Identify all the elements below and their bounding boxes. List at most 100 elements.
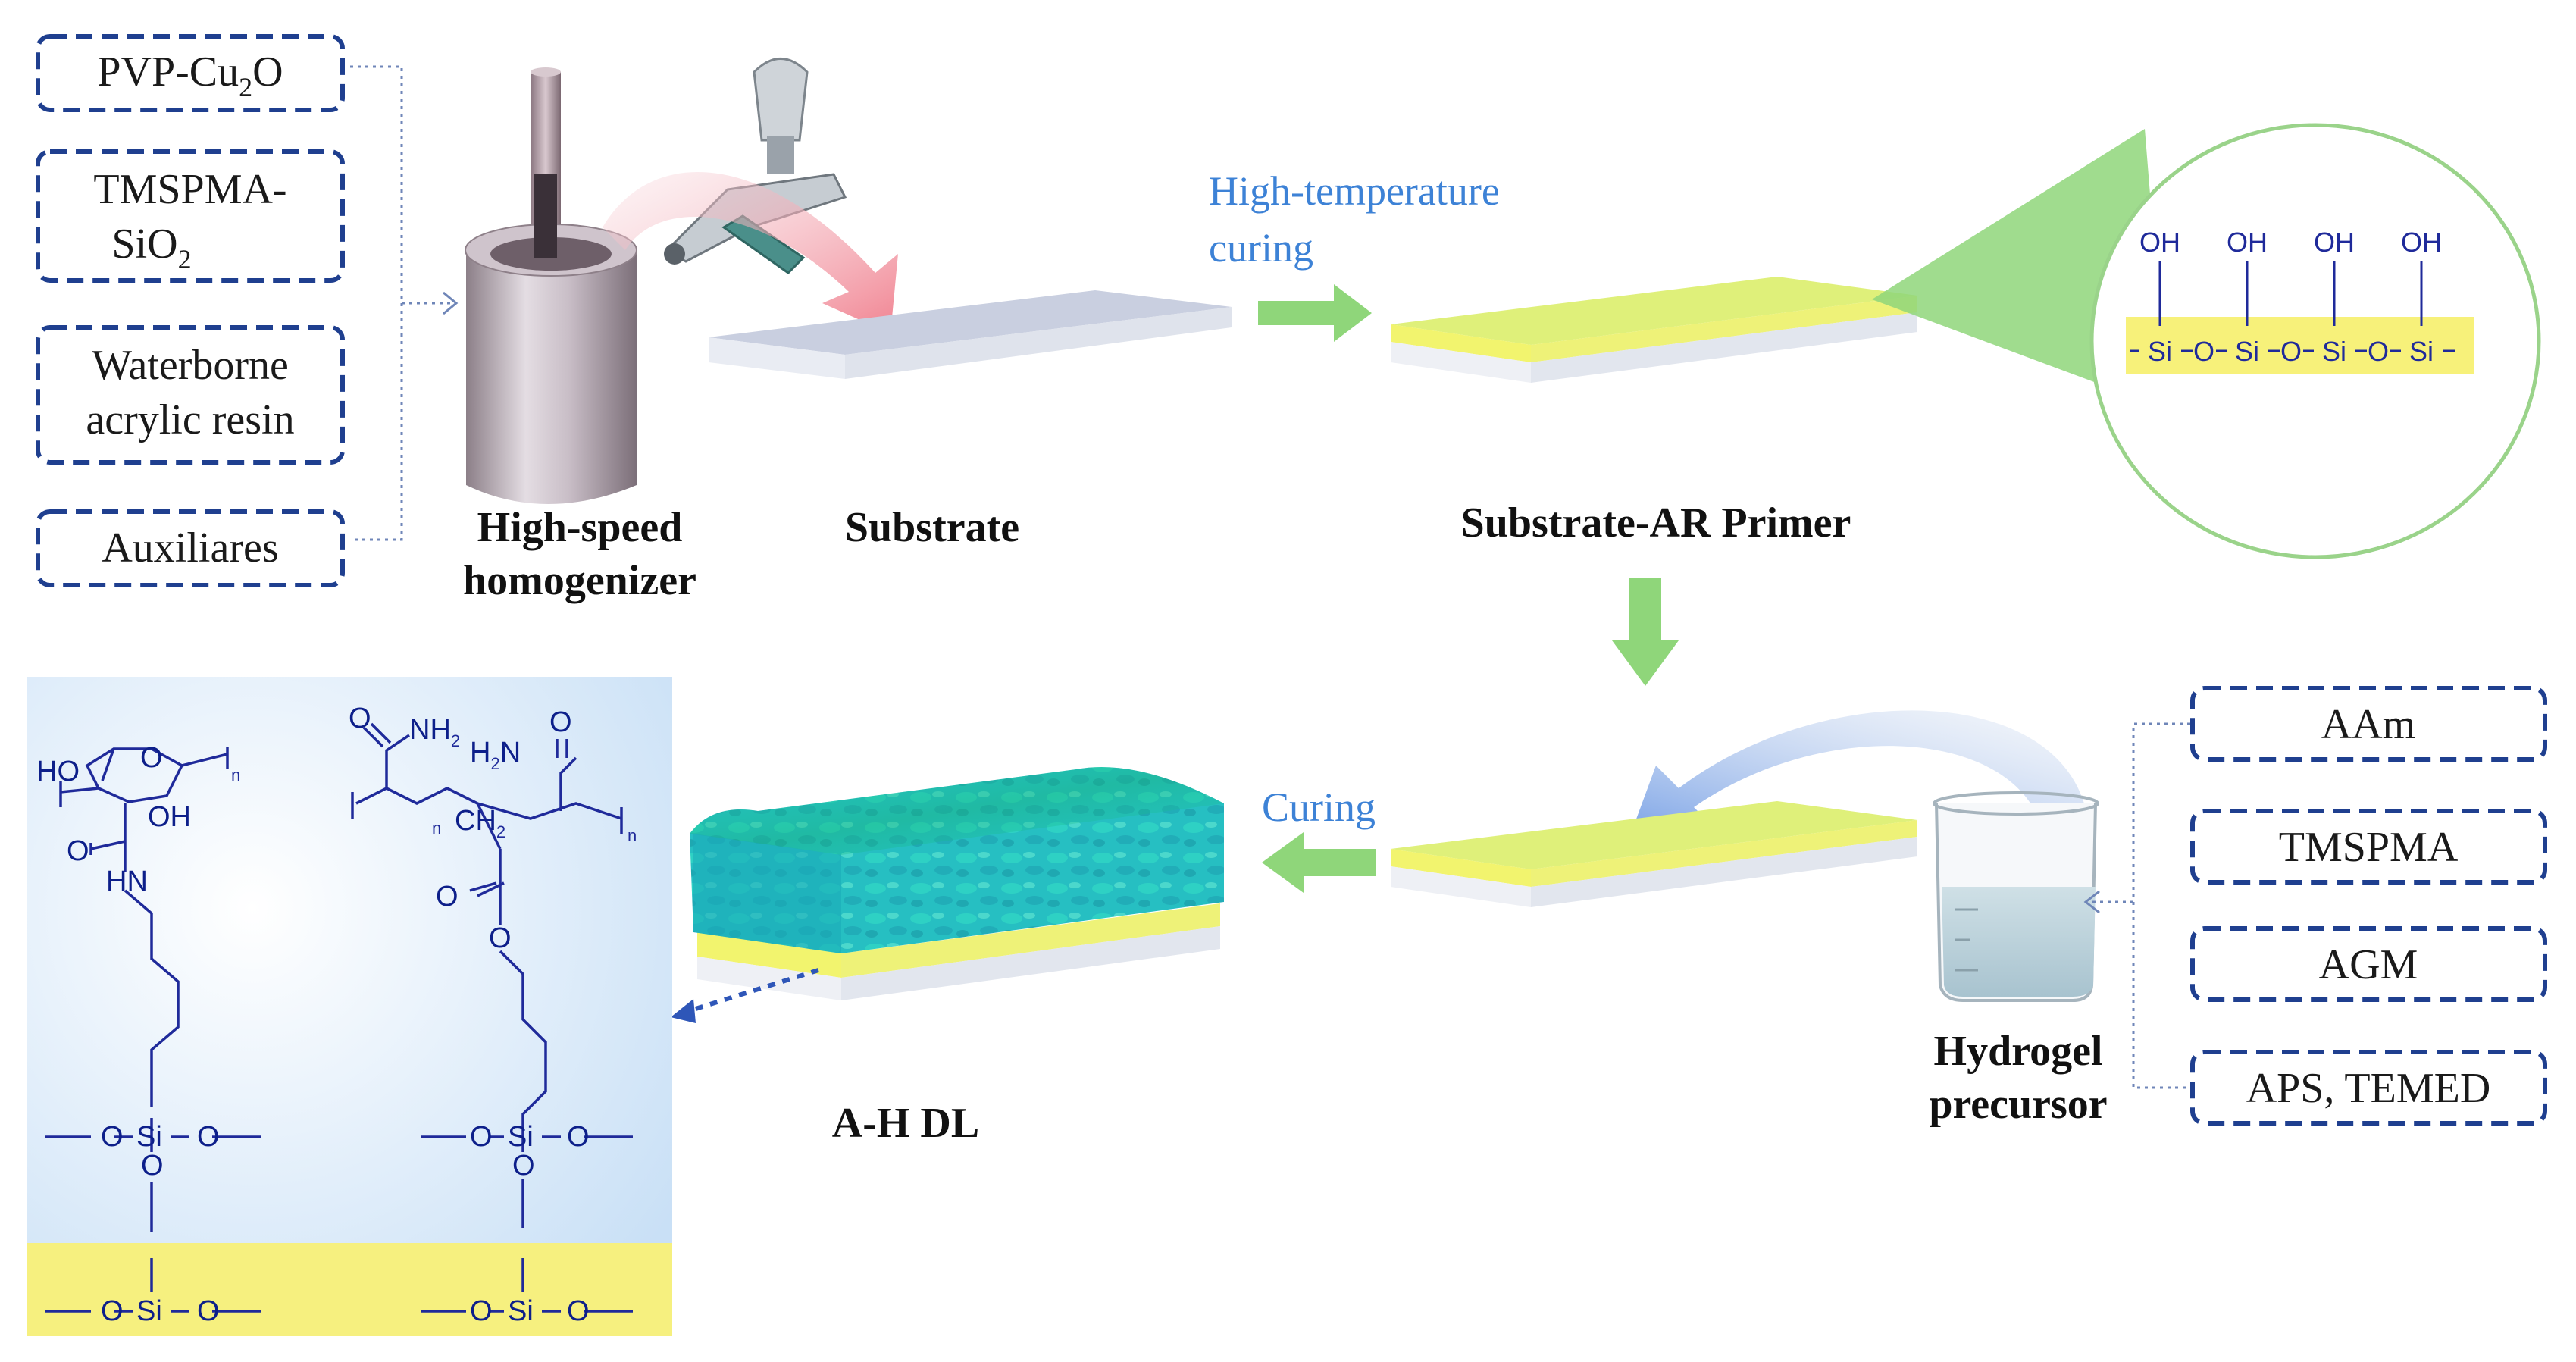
input-box-aps-temed: APS, TEMED xyxy=(2190,1050,2547,1126)
high-temp-curing-line2: curing xyxy=(1209,225,1313,271)
chain-o-2: O xyxy=(2280,336,2302,367)
primer-label: Substrate-AR Primer xyxy=(1461,499,1851,546)
silanol-oh-groups: OH OH OH OH xyxy=(2139,227,2442,326)
chem-si-l1: Si xyxy=(136,1121,162,1153)
arrow-down xyxy=(1612,578,1679,686)
tmspma-label: TMSPMA xyxy=(2279,824,2459,871)
pvp-sub: 2 xyxy=(239,72,252,102)
chem-h-sub: 2 xyxy=(490,754,499,773)
sio-sub: 2 xyxy=(178,244,192,274)
waterborne-line1: Waterborne xyxy=(92,342,289,389)
chem-ch2: CH xyxy=(455,805,496,837)
arrow-left xyxy=(1262,832,1376,893)
chain-o-1: O xyxy=(2193,336,2214,367)
chem-o-r5: O xyxy=(567,1295,590,1327)
svg-text:H2N: H2N xyxy=(470,737,521,773)
chem-n1: n xyxy=(231,766,240,784)
chem-o-r4: O xyxy=(470,1295,493,1327)
chem-ho: HO xyxy=(36,756,80,787)
homogenizer-label-1: High-speed xyxy=(477,504,683,551)
chem-carbonyl-o2: O xyxy=(436,881,459,913)
chem-h: H xyxy=(470,737,490,769)
svg-text:NH2: NH2 xyxy=(409,714,460,750)
homogenizer-label-2: homogenizer xyxy=(463,557,696,604)
input-box-aam: AAm xyxy=(2190,686,2547,762)
chem-o-r1: O xyxy=(470,1121,493,1153)
chem-ring-o: O xyxy=(140,742,163,774)
input-box-tmspma-sio2: TMSPMA- SiO2 xyxy=(36,149,345,283)
zoom-dotted-arrowhead xyxy=(671,999,696,1023)
svg-text:SiO2: SiO2 xyxy=(111,221,191,274)
chem-si-l2: Si xyxy=(136,1295,162,1327)
chem-o-l2: O xyxy=(197,1121,220,1153)
spray-gun-icon xyxy=(664,58,847,274)
input-bracket-bottom xyxy=(2092,722,2190,1089)
input-box-tmspma: TMSPMA xyxy=(2190,809,2547,885)
ahdl-label: A-H DL xyxy=(832,1100,979,1147)
oh-4: OH xyxy=(2401,227,2442,258)
tmspma-line1: TMSPMA- xyxy=(93,166,286,213)
chem-si-r1: Si xyxy=(508,1121,534,1153)
chem-nh2-sub: 2 xyxy=(451,731,460,750)
primer-slab-2 xyxy=(1391,801,1917,907)
svg-text:PVP-Cu2O: PVP-Cu2O xyxy=(97,49,283,102)
silanol-chain: Si O Si O Si O Si xyxy=(2130,336,2455,367)
chain-si-4: Si xyxy=(2409,336,2434,367)
chem-oh: OH xyxy=(148,801,191,833)
svg-text:CH2: CH2 xyxy=(455,805,505,841)
chem-n2: n xyxy=(432,819,441,838)
chem-structure-panel: HO O OH n O HN O Si O O O Si O NH2 O H2N… xyxy=(27,677,672,1336)
hydrogel-label-2: precursor xyxy=(1929,1081,2107,1128)
chem-nh2-top: NH xyxy=(409,714,451,746)
primer-slab xyxy=(1391,277,1917,383)
chem-o-l3: O xyxy=(141,1150,164,1182)
chem-ester-o: O xyxy=(489,922,512,954)
bracket-arrowhead xyxy=(443,291,459,315)
chem-o-l1: O xyxy=(101,1121,124,1153)
agm-label: AGM xyxy=(2319,941,2418,988)
chem-si-r2: Si xyxy=(508,1295,534,1327)
sio-main: SiO xyxy=(111,221,177,268)
oh-2: OH xyxy=(2227,227,2268,258)
substrate-label: Substrate xyxy=(845,504,1019,551)
input-box-waterborne-resin: Waterborne acrylic resin xyxy=(36,325,345,465)
high-temp-curing-line1: High-temperature xyxy=(1209,168,1500,214)
input-box-auxiliares: Auxiliares xyxy=(36,509,345,587)
chem-o-top: O xyxy=(349,703,371,734)
aam-label: AAm xyxy=(2321,701,2415,748)
chem-o-r2: O xyxy=(567,1121,590,1153)
chain-si-1: Si xyxy=(2148,336,2172,367)
input-box-pvp-cu2o: PVP-Cu2O xyxy=(36,34,345,112)
ahdl-slab xyxy=(690,767,1224,1000)
arrow-right-1 xyxy=(1258,284,1372,342)
chem-o-l5: O xyxy=(197,1295,220,1327)
substrate-slab xyxy=(709,290,1232,379)
aps-temed-label: APS, TEMED xyxy=(2246,1065,2491,1112)
chain-si-2: Si xyxy=(2235,336,2259,367)
oh-1: OH xyxy=(2139,227,2180,258)
curing-label: Curing xyxy=(1262,784,1376,830)
chem-hn: HN xyxy=(106,866,148,897)
pvp-main: PVP-Cu xyxy=(97,49,239,95)
chem-o-top2: O xyxy=(549,706,572,738)
silanol-zoom-circle: OH OH OH OH Si O Si O Si O Si xyxy=(2089,123,2541,559)
svg-text:n: n xyxy=(432,819,441,838)
chem-ch2-sub: 2 xyxy=(496,822,505,841)
homogenizer-icon xyxy=(465,67,637,504)
chem-n3: n xyxy=(628,826,637,845)
chem-carbonyl-o1: O xyxy=(67,835,89,867)
chem-n: N xyxy=(500,737,521,769)
input-bracket-top xyxy=(350,65,451,541)
chem-o-r3: O xyxy=(512,1150,535,1182)
pvp-tail: O xyxy=(252,49,283,95)
pour-arrow xyxy=(1629,710,2084,838)
bracket-bottom-arrowhead xyxy=(2083,890,2100,914)
oh-3: OH xyxy=(2314,227,2355,258)
waterborne-line2: acrylic resin xyxy=(86,396,294,443)
auxiliares-label: Auxiliares xyxy=(102,524,278,571)
beaker-icon xyxy=(1933,791,2099,1002)
hydrogel-label-1: Hydrogel xyxy=(1934,1028,2103,1075)
chain-si-3: Si xyxy=(2322,336,2346,367)
spray-arrow xyxy=(603,172,898,333)
